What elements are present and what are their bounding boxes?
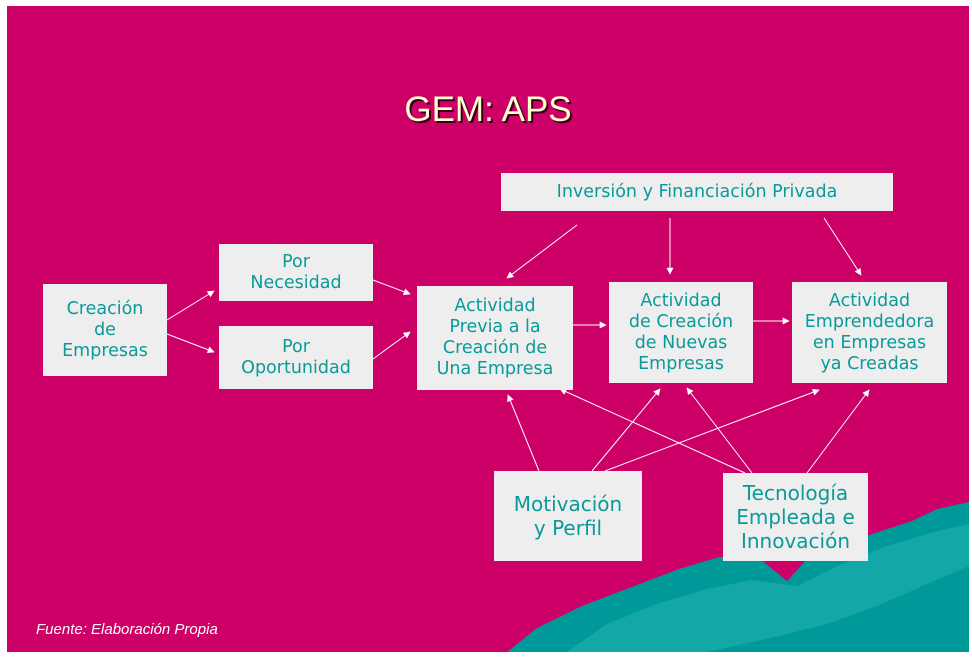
box-actividad-emprendedora: Actividad Emprendedora en Empresas ya Cr…: [792, 282, 947, 383]
box-actividad-nuevas: Actividad de Creación de Nuevas Empresas: [609, 282, 753, 383]
box-nuevas-line-1: Actividad: [640, 290, 722, 311]
box-tecnologia-line-1: Tecnología: [742, 481, 849, 505]
box-motivacion-perfil: Motivación y Perfil: [494, 471, 642, 561]
source-footnote: Fuente: Elaboración Propia: [36, 621, 218, 638]
box-emprendedora-line-1: Actividad: [828, 290, 911, 311]
arrow-tecnologia-to-previa: [559, 388, 746, 474]
arrow-inversion-to-emprendedora: [823, 217, 862, 276]
diagram-canvas: [166, 217, 969, 652]
box-oportunidad-line-2: Oportunidad: [241, 357, 351, 378]
box-emprendedora-line-4: ya Creadas: [820, 353, 919, 374]
box-previa-line-4: Una Empresa: [436, 359, 554, 379]
box-por-oportunidad: Por Oportunidad: [219, 326, 373, 389]
arrow-creacion-to-oportunidad: [166, 333, 215, 354]
box-nuevas-line-3: de Nuevas: [634, 332, 728, 353]
arrow-creacion-to-necesidad: [166, 290, 215, 321]
box-motivacion-line-2: y Perfil: [533, 516, 603, 540]
box-inversion: Inversión y Financiación Privada: [501, 173, 893, 211]
teal-corner-decoration: [507, 502, 969, 652]
box-nuevas-line-2: de Creación: [628, 311, 734, 332]
box-motivacion-line-1: Motivación: [513, 492, 623, 516]
box-tecnologia-innovacion: Tecnología Empleada e Innovación: [723, 473, 868, 561]
box-actividad-previa: Actividad Previa a la Creación de Una Em…: [417, 286, 573, 390]
box-creacion-empresas: Creación de Empresas: [43, 284, 167, 376]
arrow-inversion-to-previa: [506, 224, 578, 279]
slide-title: GEM: APS: [404, 90, 572, 129]
arrow-motivacion-to-emprendedora: [604, 388, 820, 472]
box-inversion-label: Inversión y Financiación Privada: [556, 181, 838, 202]
arrow-tecnologia-to-emprendedora: [806, 389, 870, 474]
arrow-necesidad-to-previa: [372, 279, 411, 296]
box-oportunidad-line-1: Por: [282, 336, 310, 357]
box-por-necesidad: Por Necesidad: [219, 244, 373, 301]
box-creacion-line-3: Empresas: [62, 340, 148, 361]
box-creacion-line-2: de: [94, 319, 116, 340]
box-emprendedora-line-2: Emprendedora: [804, 311, 935, 332]
box-emprendedora-line-3: en Empresas: [812, 332, 927, 353]
box-creacion-line-1: Creación: [66, 298, 144, 319]
box-previa-line-1: Actividad: [454, 296, 536, 316]
arrow-oportunidad-to-previa: [372, 331, 411, 360]
arrow-motivacion-to-nuevas: [591, 388, 661, 472]
box-nuevas-line-4: Empresas: [638, 353, 724, 374]
box-tecnologia-line-3: Innovación: [740, 529, 851, 553]
box-necesidad-line-2: Necesidad: [250, 272, 342, 293]
teal-corner-highlight: [567, 524, 969, 652]
box-previa-line-2: Previa a la: [449, 317, 541, 337]
box-necesidad-line-1: Por: [282, 251, 310, 272]
arrow-tecnologia-to-nuevas: [686, 387, 753, 474]
arrow-motivacion-to-previa: [507, 394, 540, 472]
box-previa-line-3: Creación de: [442, 338, 548, 358]
box-tecnologia-line-2: Empleada e: [736, 505, 855, 529]
slide: GEM: APS Inversión y Financiación Privad…: [7, 6, 969, 652]
